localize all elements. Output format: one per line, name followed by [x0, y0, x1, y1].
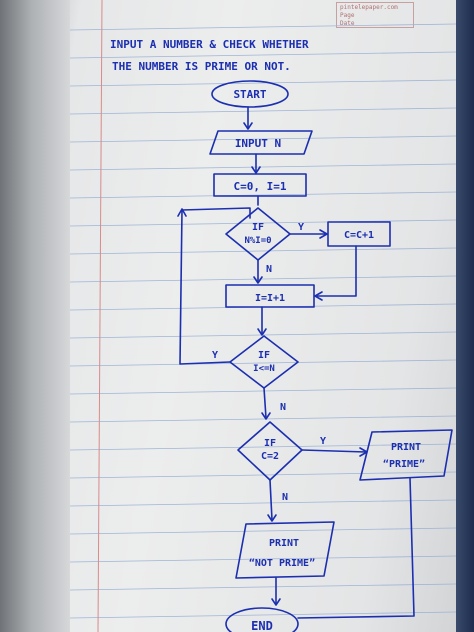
cond3-no-arrow: [269, 479, 273, 521]
arrowhead: [253, 276, 263, 284]
stamp-brand: pintelepaper.com: [340, 4, 398, 11]
start-label: START: [233, 88, 266, 101]
prime-to-end-arrow: [297, 477, 415, 619]
init-label: C=0, I=1: [234, 180, 287, 193]
stamp-date-label: Date: [340, 20, 355, 27]
cond2-yes-label: Y: [212, 350, 218, 361]
page-date-stamp: pintelepaper.com Page Date: [336, 2, 414, 28]
print-prime-parallelogram: [359, 429, 453, 481]
margin-line: [97, 0, 103, 632]
inc-i-label: I=I+1: [255, 293, 285, 304]
arrowhead: [177, 208, 187, 217]
arrowhead: [267, 514, 277, 522]
cond1-no-label: N: [266, 264, 272, 275]
ruled-lines: [69, 23, 457, 619]
print-not-prime-parallelogram: [235, 521, 335, 579]
arrowhead: [257, 328, 267, 336]
init-process-box: [213, 173, 307, 197]
start-terminal: [211, 80, 289, 108]
print-not-prime-line1: PRINT: [269, 538, 299, 549]
print-not-prime-line2: “NOT PRIME”: [249, 558, 315, 569]
title-line-2: THE NUMBER IS PRIME OR NOT.: [112, 60, 291, 73]
inc-i-process-box: [225, 284, 315, 308]
cond3-expr: C=2: [261, 451, 279, 462]
print-prime-line1: PRINT: [391, 442, 421, 453]
inc-c-process-box: [327, 221, 391, 247]
cond3-yes-label: Y: [320, 436, 326, 447]
inc-c-return-arrow: [315, 245, 357, 297]
cond2-if: IF: [258, 350, 270, 361]
loop-connector-top: [181, 207, 251, 219]
cond2-no-label: N: [280, 402, 286, 413]
arrowhead: [319, 229, 328, 239]
cond1-if: IF: [252, 222, 264, 233]
cond2-expr: I<=N: [253, 364, 275, 374]
cond1-expr: N%I=0: [244, 236, 271, 246]
arrowhead: [251, 166, 261, 174]
cond2-yes-loop-arrow: [179, 209, 231, 365]
end-terminal: [225, 607, 299, 632]
cond1-diamond: [225, 207, 291, 261]
input-label: INPUT N: [235, 137, 281, 150]
stamp-page-label: Page: [340, 12, 355, 19]
cond3-if: IF: [264, 438, 276, 449]
arrowhead: [261, 412, 271, 420]
cond2-diamond: [229, 335, 299, 389]
cond2-no-arrow: [263, 387, 267, 419]
notebook-spine: [0, 0, 70, 632]
title-line-1: INPUT A NUMBER & CHECK WHETHER: [110, 38, 309, 51]
input-parallelogram: [209, 130, 313, 155]
cond3-yes-arrow: [301, 449, 367, 453]
arrowhead: [271, 598, 281, 606]
notebook-cover-edge: [456, 0, 474, 632]
inc-c-label: C=C+1: [344, 230, 374, 241]
end-label: END: [251, 619, 273, 632]
print-prime-line2: “PRIME”: [383, 459, 425, 470]
arrowhead: [243, 122, 253, 130]
cond3-no-label: N: [282, 492, 288, 503]
cond1-yes-label: Y: [298, 222, 304, 233]
arrowhead: [314, 291, 323, 301]
